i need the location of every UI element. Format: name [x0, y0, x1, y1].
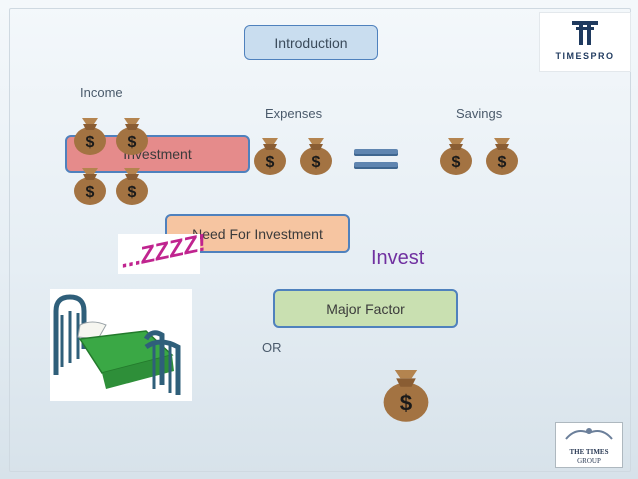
sleep-zzz-icon: ...ZZZZ! — [118, 229, 208, 274]
svg-text:$: $ — [86, 134, 95, 151]
money-bag-icon: $ — [74, 118, 106, 155]
svg-text:$: $ — [452, 154, 461, 171]
major-factor-box[interactable]: Major Factor — [273, 289, 458, 328]
times-group-emblem-icon — [565, 428, 613, 440]
sleep-zzz-text: ...ZZZZ! — [118, 229, 209, 274]
expenses-label: Expenses — [265, 106, 323, 121]
money-bag-icon: $ — [300, 138, 332, 175]
investment-box[interactable]: Investment — [65, 135, 250, 173]
times-group-line2: GROUP — [577, 457, 601, 465]
money-bag-icon: $ — [74, 168, 106, 205]
svg-text:$: $ — [400, 391, 413, 416]
money-bag-icon: $ — [486, 138, 518, 175]
money-bag-icon: $ — [116, 168, 148, 205]
need-for-investment-label: Need For Investment — [192, 225, 323, 242]
times-group-line1: THE TIMES — [569, 448, 609, 456]
svg-text:$: $ — [312, 154, 321, 171]
timespro-logo: TIMESPRO — [539, 12, 631, 72]
or-label: OR — [262, 340, 282, 355]
major-factor-label: Major Factor — [326, 300, 405, 317]
bed-icon — [50, 289, 192, 401]
need-for-investment-box[interactable]: Need For Investment — [165, 214, 350, 253]
money-bag-icon: $ — [440, 138, 472, 175]
times-group-logo: THE TIMES GROUP — [555, 422, 623, 468]
savings-label: Savings — [456, 106, 503, 121]
money-bag-icon: $ — [116, 118, 148, 155]
svg-text:$: $ — [128, 134, 137, 151]
timespro-logo-text: TIMESPRO — [555, 51, 615, 61]
svg-text:$: $ — [86, 184, 95, 201]
money-bag-icon: $ — [383, 370, 429, 422]
title-text: Introduction — [274, 34, 348, 51]
svg-text:$: $ — [128, 184, 137, 201]
money-bag-icon: $ — [254, 138, 286, 175]
income-label: Income — [80, 85, 123, 100]
timespro-logo-icon — [572, 21, 598, 45]
invest-label: Invest — [371, 247, 425, 269]
svg-text:$: $ — [266, 154, 275, 171]
title-box[interactable]: Introduction — [244, 25, 378, 60]
svg-text:$: $ — [498, 154, 507, 171]
